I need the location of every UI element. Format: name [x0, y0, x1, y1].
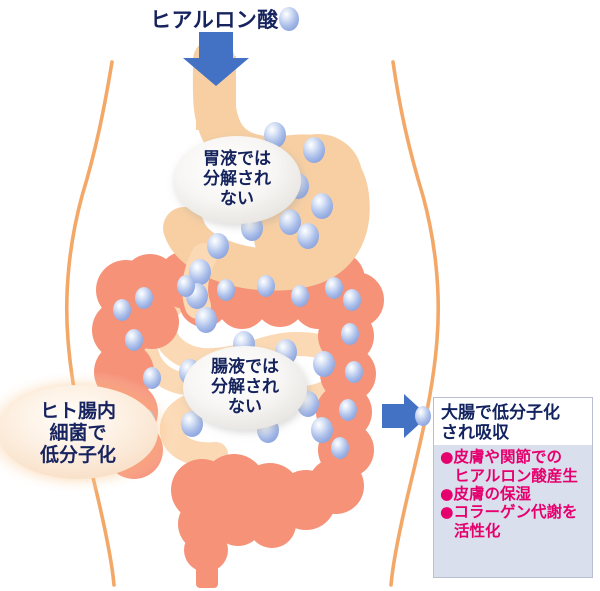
callout-gut-flora-line-2: 細菌で: [49, 421, 107, 444]
bullet-1-text-1: 皮膚や関節での: [453, 448, 563, 467]
bullet-3-text-1: コラーゲン代謝を: [453, 503, 578, 522]
blue-sphere-icon-title: [279, 7, 299, 31]
callout-gut-flora: ヒト腸内 細菌で 低分子化: [6, 396, 150, 470]
info-box: 大腸で低分子化 され吸収 ●皮膚や関節での ヒアルロン酸産生 ●皮膚の保湿 ●コ…: [433, 397, 593, 578]
callout-gut-flora-line-3: 低分子化: [39, 444, 116, 467]
callout-gut-flora-line-1: ヒト腸内: [39, 399, 116, 422]
info-bullet-3-line-2: 活性化: [454, 521, 501, 540]
info-box-heading: 大腸で低分子化 され吸収: [434, 398, 592, 446]
bullet-marker-2: ●: [440, 484, 454, 503]
info-bullet-2-line-1: ●皮膚の保湿: [440, 485, 589, 503]
callout-ellipse-gut-flora: [0, 385, 158, 479]
callout-intestine-line-3: ない: [228, 396, 262, 417]
info-box-heading-line-2: され吸収: [441, 423, 509, 444]
arrow-right-icon: [382, 394, 428, 438]
info-bullet-1-line-2: ヒアルロン酸産生: [454, 466, 578, 485]
callout-stomach: 胃液では 分解され ない: [173, 145, 301, 215]
bullet-marker-3: ●: [440, 503, 454, 522]
callout-ellipse-intestine: [183, 346, 307, 430]
callout-stomach-line-1: 胃液では: [203, 149, 271, 170]
page-title: ヒアルロン酸: [150, 8, 279, 32]
callout-stomach-line-3: ない: [220, 188, 254, 209]
blue-sphere-icon-right: [415, 406, 431, 426]
bullet-marker-1: ●: [440, 448, 454, 467]
callout-ellipse-stomach: [173, 136, 301, 224]
callout-intestine-line-1: 腸液では: [211, 357, 279, 378]
info-box-body: ●皮膚や関節での ヒアルロン酸産生 ●皮膚の保湿 ●コラーゲン代謝を 活性化: [434, 445, 592, 577]
arrow-down-icon: [183, 32, 249, 86]
info-bullet-3-line-1: ●コラーゲン代謝を: [440, 503, 589, 521]
hyaluronic-acid-molecules: [113, 122, 363, 459]
callout-intestine: 腸液では 分解され ない: [181, 353, 309, 423]
info-bullet-1-line-1: ●皮膚や関節での: [440, 448, 589, 466]
callout-stomach-line-2: 分解され: [203, 169, 271, 190]
torso-outline: [64, 60, 441, 587]
bullet-2-text-1: 皮膚の保湿: [453, 484, 532, 503]
info-box-heading-line-1: 大腸で低分子化: [441, 403, 560, 423]
callout-intestine-line-2: 分解され: [211, 377, 279, 398]
